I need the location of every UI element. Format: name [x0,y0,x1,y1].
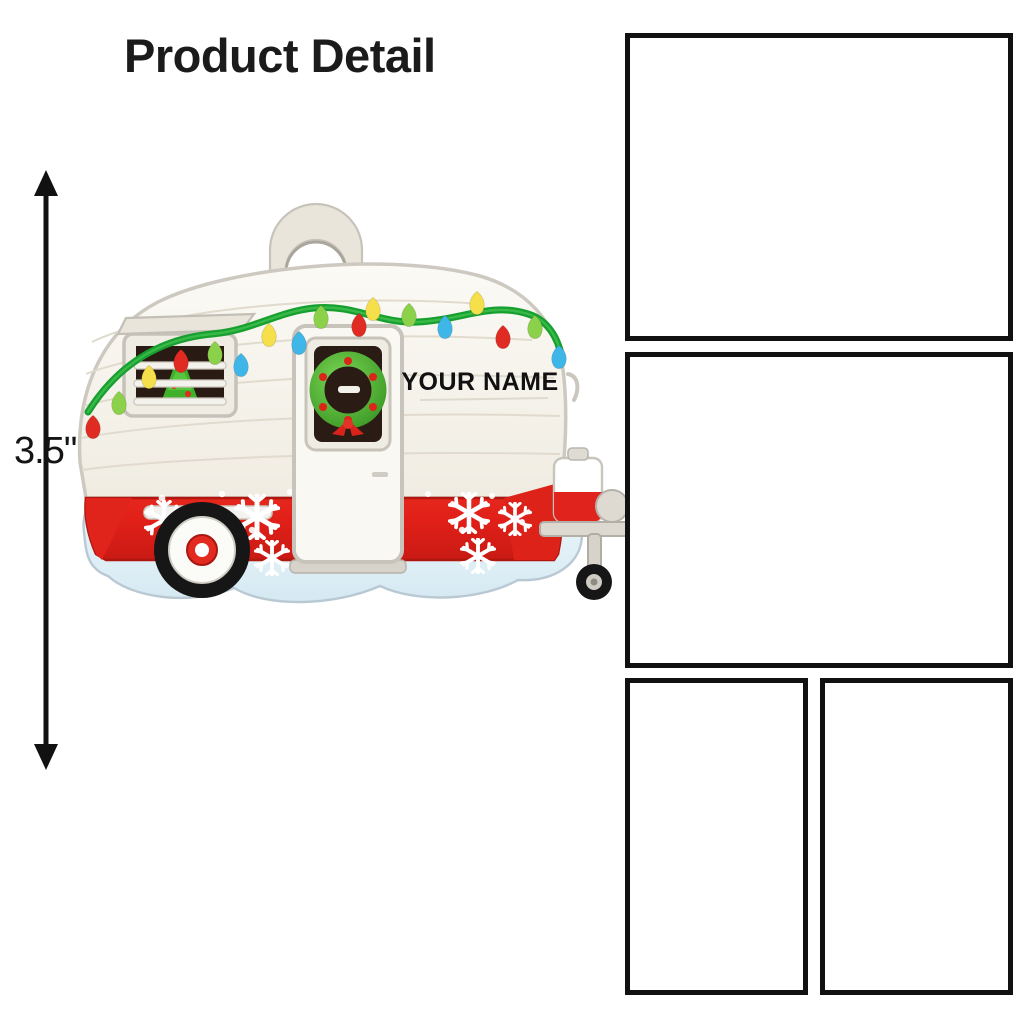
name-plate: YOUR NAME [401,368,558,401]
camper-wheel [154,502,250,598]
door-wreath-icon [309,351,387,436]
camper-door [292,324,404,564]
string-lights [84,290,567,440]
tow-hitch [539,521,637,600]
double-arrow-vertical-icon [34,170,58,770]
page-title: Product Detail [124,29,436,82]
panel-gold-cord-variant [625,678,808,995]
panel-thickness-detail [625,352,1013,668]
personalization-text: YOUR NAME [401,368,558,396]
panel-red-ribbon-variant [820,678,1013,995]
hanger-loop [268,202,364,276]
height-dimension-group: 3.5" [14,170,118,770]
product-image-main: YOUR NAME [62,162,637,612]
panel-hook-hole-detail [625,33,1013,341]
height-dimension-label: 3.5" [14,430,77,472]
propane-tank [552,447,629,524]
